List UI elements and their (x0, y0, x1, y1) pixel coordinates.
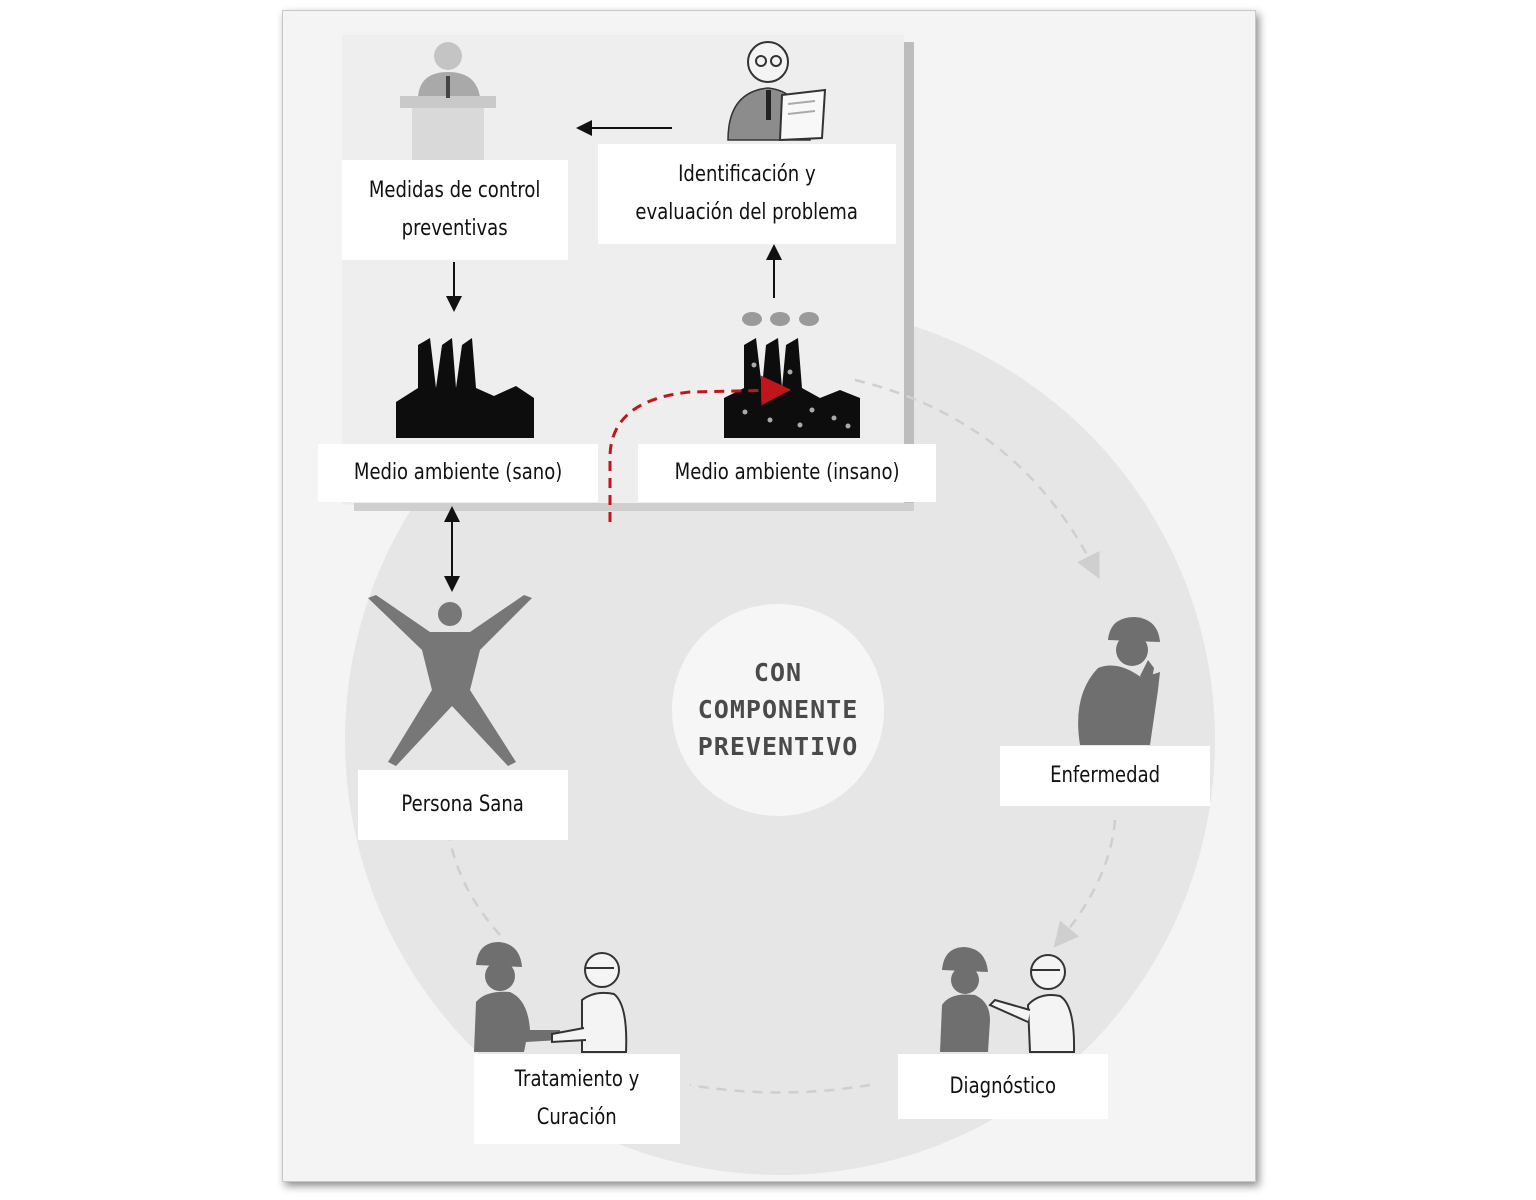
cycle-arrow-4 (448, 839, 501, 936)
cycle-arrow-3 (689, 1083, 871, 1094)
center-circle (672, 604, 884, 816)
inspector-with-clipboard-icon (727, 41, 827, 142)
speaker-at-podium-icon (400, 42, 496, 160)
center-line-2: COMPONENTE (697, 695, 859, 724)
label-tratamiento: Tratamiento y Curación (474, 1054, 680, 1144)
center-line-3: PREVENTIVO (697, 732, 859, 761)
label-medio-sano: Medio ambiente (sano) (318, 444, 598, 502)
cycle-arrow-2 (1053, 819, 1117, 948)
sick-worker-icon (1078, 617, 1160, 745)
panel-shadow-bottom (354, 503, 914, 511)
label-medio-insano-text: Medio ambiente (insano) (674, 460, 900, 485)
factory-polluted-icon (724, 312, 860, 438)
center-line-1: CON (753, 658, 803, 687)
panel-shadow-right (904, 42, 914, 508)
label-tratamiento-line-2: Curación (537, 1105, 617, 1130)
cycle-arrow-1 (854, 378, 1100, 579)
label-diagnostico-text: Diagnóstico (949, 1073, 1057, 1099)
healthy-person-icon (368, 595, 532, 766)
label-identificacion-line-1: Identificación y (678, 162, 816, 187)
label-medidas-line-2: preventivas (401, 216, 508, 241)
doctor-diagnosis-icon (940, 947, 1076, 1053)
label-medidas-control: Medidas de control preventivas (342, 160, 568, 260)
factory-clean-icon (396, 338, 534, 438)
label-medio-sano-text: Medio ambiente (sano) (353, 460, 563, 485)
label-persona-sana-text: Persona Sana (401, 792, 525, 817)
label-persona-sana: Persona Sana (358, 770, 568, 840)
label-medidas-line-1: Medidas de control (369, 178, 541, 203)
label-enfermedad: Enfermedad (1000, 746, 1210, 806)
label-medio-insano: Medio ambiente (insano) (638, 444, 936, 502)
label-diagnostico: Diagnóstico (898, 1054, 1108, 1119)
label-tratamiento-line-1: Tratamiento y (514, 1067, 640, 1092)
label-identificacion-line-2: evaluación del problema (635, 200, 859, 225)
handshake-treatment-icon (474, 942, 628, 1053)
label-identificacion: Identificación y evaluación del problema (598, 144, 896, 244)
center-caption: CON COMPONENTE PREVENTIVO (672, 654, 884, 765)
contamination-arrow (608, 375, 791, 522)
label-enfermedad-text: Enfermedad (1049, 763, 1161, 788)
